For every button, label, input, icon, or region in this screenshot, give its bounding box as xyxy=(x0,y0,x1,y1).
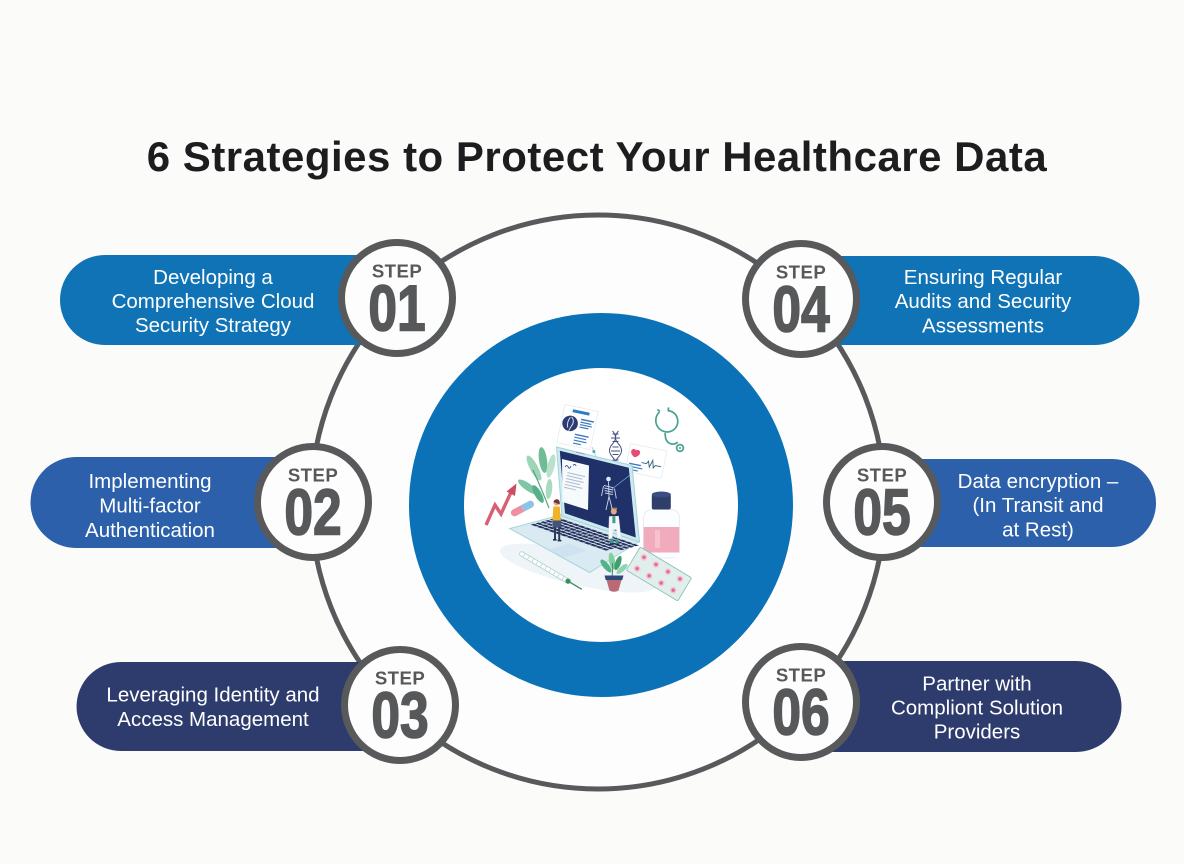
svg-text:Developing a: Developing a xyxy=(153,266,273,289)
svg-text:Assessments: Assessments xyxy=(922,315,1044,338)
svg-text:Comprehensive Cloud: Comprehensive Cloud xyxy=(112,290,315,313)
svg-text:03: 03 xyxy=(371,680,428,752)
svg-text:02: 02 xyxy=(284,477,341,549)
svg-text:06: 06 xyxy=(772,677,829,749)
svg-text:Ensuring Regular: Ensuring Regular xyxy=(904,266,1063,289)
svg-text:01: 01 xyxy=(368,273,425,345)
svg-text:05: 05 xyxy=(853,477,910,549)
svg-text:Leveraging Identity and: Leveraging Identity and xyxy=(106,684,319,707)
svg-text:Compliont Solution: Compliont Solution xyxy=(891,697,1063,720)
svg-text:Security Strategy: Security Strategy xyxy=(135,314,292,337)
svg-text:STEP: STEP xyxy=(776,262,826,283)
svg-text:04: 04 xyxy=(772,274,830,346)
svg-text:STEP: STEP xyxy=(288,465,338,486)
svg-text:STEP: STEP xyxy=(857,465,907,486)
svg-text:Partner with: Partner with xyxy=(922,673,1031,696)
svg-text:STEP: STEP xyxy=(776,665,826,686)
svg-text:STEP: STEP xyxy=(375,668,425,689)
svg-text:Multi-factor: Multi-factor xyxy=(99,495,201,518)
svg-text:Data encryption –: Data encryption – xyxy=(958,470,1119,493)
svg-text:STEP: STEP xyxy=(372,261,422,282)
svg-text:(In Transit and: (In Transit and xyxy=(972,494,1103,517)
svg-text:Providers: Providers xyxy=(934,721,1021,744)
svg-text:Audits and Security: Audits and Security xyxy=(895,290,1072,313)
svg-text:Access Management: Access Management xyxy=(117,708,309,731)
svg-text:Implementing: Implementing xyxy=(88,470,211,493)
svg-text:Authentication: Authentication xyxy=(85,519,215,542)
svg-text:at Rest): at Rest) xyxy=(1002,519,1074,542)
